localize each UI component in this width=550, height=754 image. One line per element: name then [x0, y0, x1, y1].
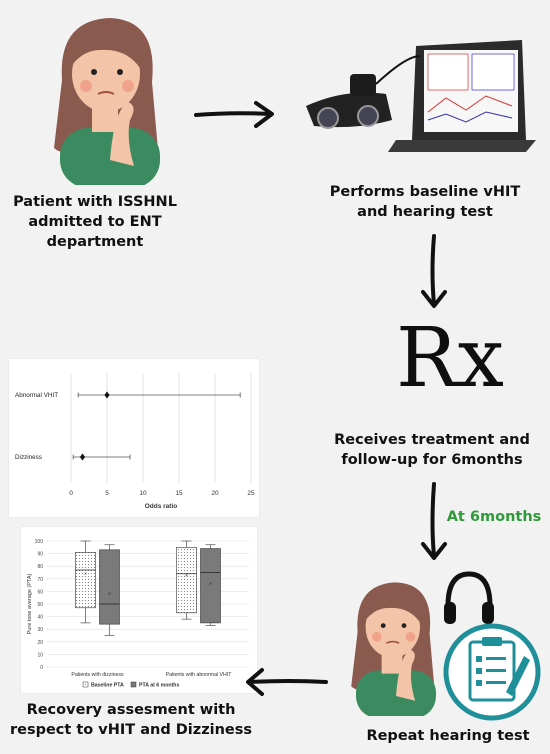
legend-label: PTA at 6 months [139, 683, 179, 689]
x-tick-label: 0 [69, 490, 73, 497]
patient-illustration [351, 582, 436, 716]
x-tick-label: 20 [211, 490, 219, 497]
mean-marker: × [84, 572, 87, 578]
box [200, 548, 221, 624]
arrow-down-icon [421, 234, 447, 308]
at-6-months-label: At 6months [446, 509, 542, 525]
box [99, 549, 120, 625]
patient-illustration [54, 18, 160, 185]
y-tick-label: 0 [40, 665, 43, 671]
category-label: Patients with dizziness [71, 672, 124, 678]
hearing-test-form-icon [443, 623, 541, 721]
y-tick-label: 60 [37, 589, 43, 595]
x-tick-label: 15 [175, 490, 183, 497]
box [176, 546, 197, 614]
step-recovery-label: Recovery assesment with respect to vHIT … [9, 702, 253, 738]
y-tick-label: 40 [37, 615, 43, 621]
arrow-right-icon [194, 101, 274, 128]
odds-ratio-point [79, 453, 86, 461]
legend-swatch [130, 681, 137, 688]
mean-marker: × [185, 573, 188, 579]
headphones-icon [444, 571, 494, 624]
x-axis-label: Odds ratio [145, 503, 178, 510]
step-treatment-label: Receives treatment and follow-up for 6mo… [334, 432, 530, 468]
box [75, 552, 96, 609]
rx-symbol: Rx [396, 311, 504, 406]
y-tick-label: 90 [37, 552, 43, 558]
step-baseline-label: Performs baseline vHIT and hearing test [329, 184, 521, 220]
y-tick-label: 70 [37, 577, 43, 583]
y-tick-label: 100 [35, 539, 44, 545]
y-axis-label: Pure tone average (PTA) [27, 573, 33, 634]
y-tick-label: 20 [37, 640, 43, 646]
step-repeat-label: Repeat hearing test [366, 728, 530, 744]
arrow-down-icon [421, 482, 447, 560]
vhit-equipment-illustration [306, 40, 536, 152]
y-tick-label: 30 [37, 627, 43, 633]
legend-swatch [82, 681, 89, 688]
category-label: Patients with abnormal VHIT [166, 672, 233, 678]
legend-label: Baseline PTA [91, 683, 124, 689]
y-tick-label: 80 [37, 564, 43, 570]
x-tick-label: 5 [105, 490, 109, 497]
x-tick-label: 10 [139, 490, 147, 497]
x-tick-label: 25 [247, 490, 255, 497]
y-tick-label: 10 [37, 652, 43, 658]
y-tick-label: 50 [37, 602, 43, 608]
mean-marker: × [108, 592, 111, 598]
row-label: Dizziness [15, 454, 42, 461]
odds-ratio-point [104, 391, 110, 399]
row-label: Abnormal VHIT [15, 392, 58, 399]
arrow-left-icon [246, 668, 328, 696]
step-patient-label: Patient with ISSHNL admitted to ENT depa… [13, 194, 177, 250]
mean-marker: × [209, 582, 212, 588]
